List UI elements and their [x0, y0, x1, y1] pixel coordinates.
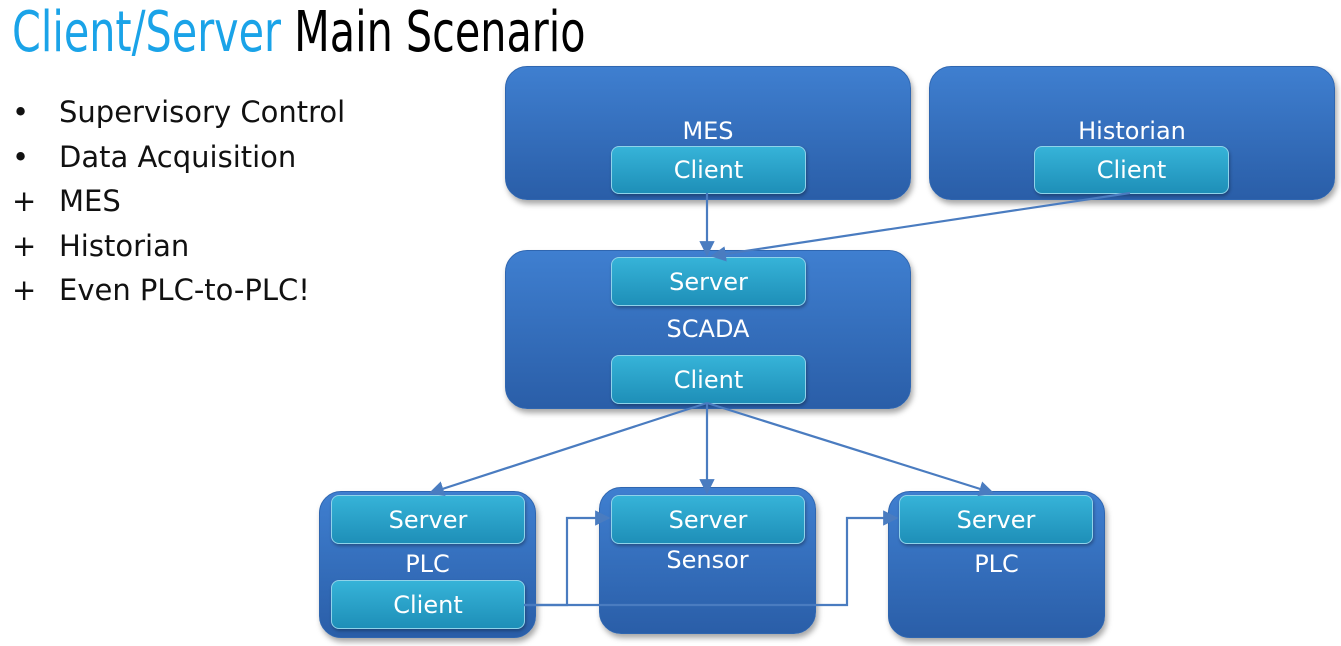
mes-label: MES [682, 117, 734, 145]
scada-server-chip: Server [611, 257, 806, 306]
scada-client-chip: Client [611, 355, 806, 404]
bullet-list: • Supervisory Control • Data Acquisition +… [12, 90, 345, 313]
sensor-label: Sensor [666, 546, 749, 574]
bullet-item: • Supervisory Control [12, 90, 345, 135]
plc-right-label: PLC [974, 550, 1019, 578]
bullet-marker: + [12, 273, 37, 307]
page-title: Client/Server Main Scenario [12, 0, 586, 70]
plc-right-server-chip: Server [899, 495, 1093, 544]
title-accent: Client/Server [12, 0, 282, 65]
bullet-text: Even PLC-to-PLC! [59, 273, 310, 307]
bullet-text: Historian [59, 228, 190, 263]
scada-label: SCADA [666, 315, 750, 343]
sensor-server-chip: Server [611, 495, 805, 544]
title-rest: Main Scenario [281, 0, 586, 65]
bullet-text: Supervisory Control [59, 95, 346, 129]
bullet-item: + Even PLC-to-PLC! [12, 268, 345, 313]
historian-client-chip: Client [1034, 146, 1229, 194]
bullet-text: MES [59, 184, 121, 218]
plc-left-server-chip: Server [331, 495, 525, 544]
bullet-marker: + [12, 184, 37, 218]
bullet-item: + MES [12, 179, 345, 224]
bullet-marker: • [12, 95, 30, 129]
mes-client-chip: Client [611, 146, 806, 194]
bullet-marker: + [12, 228, 37, 263]
arrow-historian-to-scada [710, 191, 1131, 262]
arrow-plc-to-sensor [524, 510, 611, 607]
arrow-scada-to-plc-left [428, 401, 708, 497]
bullet-item: • Data Acquisition [12, 135, 345, 180]
plc-left-client-chip: Client [331, 580, 525, 629]
historian-label: Historian [1078, 117, 1186, 145]
bullet-item: + Historian [12, 224, 345, 269]
bullet-text: Data Acquisition [59, 139, 297, 174]
bullet-marker: • [12, 139, 30, 174]
plc-left-label: PLC [405, 550, 450, 578]
arrow-scada-to-plc-right [706, 401, 995, 497]
